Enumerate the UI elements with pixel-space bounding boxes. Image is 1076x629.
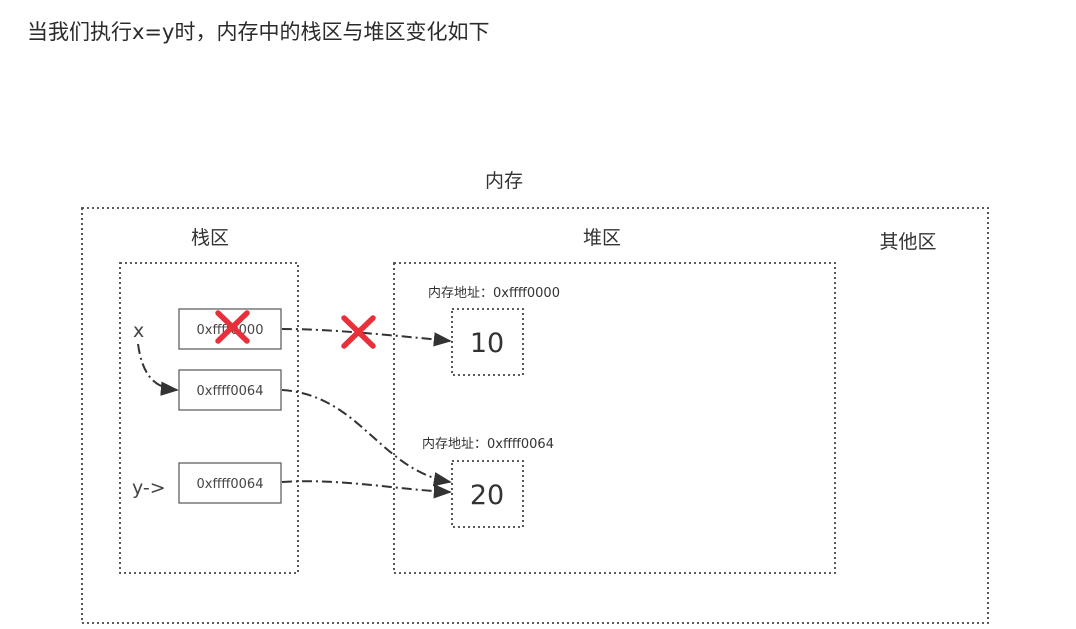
page-heading: 当我们执行x=y时，内存中的栈区与堆区变化如下 (27, 20, 490, 44)
heap-object-2 (451, 460, 524, 528)
arrow-y-to-heap-2 (281, 480, 452, 499)
stack-slot-x-new (178, 369, 282, 411)
cross-on-old-address (215, 310, 250, 344)
var-x-label: x (133, 320, 144, 342)
heap-object-1 (451, 308, 524, 376)
stack-region (119, 262, 299, 574)
stack-label: 栈区 (191, 227, 229, 249)
arrow-x-old-to-heap-1 (281, 328, 452, 347)
arrow-x-new-to-heap-2 (281, 389, 452, 487)
stack-slot-y-address: 0xffff0064 (197, 477, 264, 492)
heap-object-1-address: 内存地址：0xffff0000 (428, 285, 560, 301)
memory-region (81, 207, 989, 624)
stack-slot-y (178, 462, 282, 504)
heap-object-1-value: 10 (470, 328, 504, 359)
heap-object-2-address: 内存地址：0xffff0064 (422, 436, 554, 452)
stack-slot-x-new-address: 0xffff0064 (197, 384, 264, 399)
other-region-label: 其他区 (879, 231, 936, 253)
arrow-x-to-new-slot (137, 343, 179, 396)
memory-label: 内存 (485, 170, 523, 192)
var-y-label: y-> (132, 477, 166, 499)
heap-region (393, 262, 836, 574)
heap-label: 堆区 (583, 227, 621, 249)
heap-object-2-value: 20 (470, 480, 504, 511)
cross-on-old-pointer (341, 315, 376, 349)
